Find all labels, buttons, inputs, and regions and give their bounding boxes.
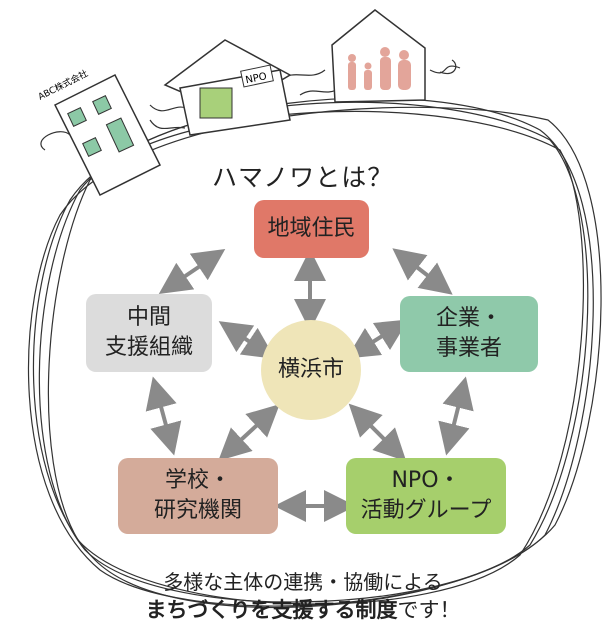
arrow-center-school bbox=[218, 404, 280, 461]
arrow-residents-business bbox=[392, 248, 453, 295]
node-business: 企業・ 事業者 bbox=[400, 296, 538, 372]
arrow-business-npo bbox=[438, 376, 474, 456]
npo-sign: NPO bbox=[245, 71, 268, 86]
node-residents-label: 地域住民 bbox=[267, 216, 356, 242]
center-label-text: 横浜市 bbox=[277, 357, 344, 383]
footer-bold: まちづくりを支援する制度 bbox=[145, 598, 398, 622]
arrow-center-business bbox=[346, 319, 409, 359]
footer-tail: です！ bbox=[397, 598, 461, 622]
node-support-line2: 支援組織 bbox=[104, 335, 193, 360]
node-school-line1: 学校・ bbox=[164, 468, 231, 494]
node-business-line2: 事業者 bbox=[435, 336, 502, 361]
node-residents: 地域住民 bbox=[254, 200, 369, 258]
footer-line2: まちづくりを支援する制度です！ bbox=[0, 594, 606, 624]
node-npo-line2: 活動グループ bbox=[360, 498, 492, 523]
node-support-line1: 中間 bbox=[126, 305, 171, 331]
arrow-center-support bbox=[218, 321, 276, 359]
node-npo-line1: NPO・ bbox=[391, 468, 461, 494]
company-building: ABC株式会社 bbox=[36, 67, 162, 197]
center-circle bbox=[261, 320, 361, 420]
family-silhouettes bbox=[348, 47, 411, 90]
center-label: 横浜市 bbox=[261, 350, 361, 390]
node-school: 学校・ 研究機関 bbox=[118, 458, 278, 534]
node-business-line1: 企業・ bbox=[435, 306, 502, 332]
family-house bbox=[331, 9, 426, 103]
npo-house: NPO bbox=[163, 39, 292, 136]
node-school-line2: 研究機関 bbox=[153, 498, 242, 523]
arrow-residents-support bbox=[158, 249, 226, 294]
hand-drawn-loop bbox=[27, 97, 602, 608]
node-support-org: 中間 支援組織 bbox=[86, 294, 212, 372]
arrow-support-school bbox=[145, 376, 182, 456]
arrow-center-npo bbox=[348, 403, 407, 462]
footer-line1: 多様な主体の連携・協働による bbox=[163, 570, 443, 594]
diagram-title: ハマノワとは？ bbox=[212, 163, 394, 192]
connector-arrows bbox=[145, 248, 474, 522]
node-npo: NPO・ 活動グループ bbox=[346, 458, 506, 534]
